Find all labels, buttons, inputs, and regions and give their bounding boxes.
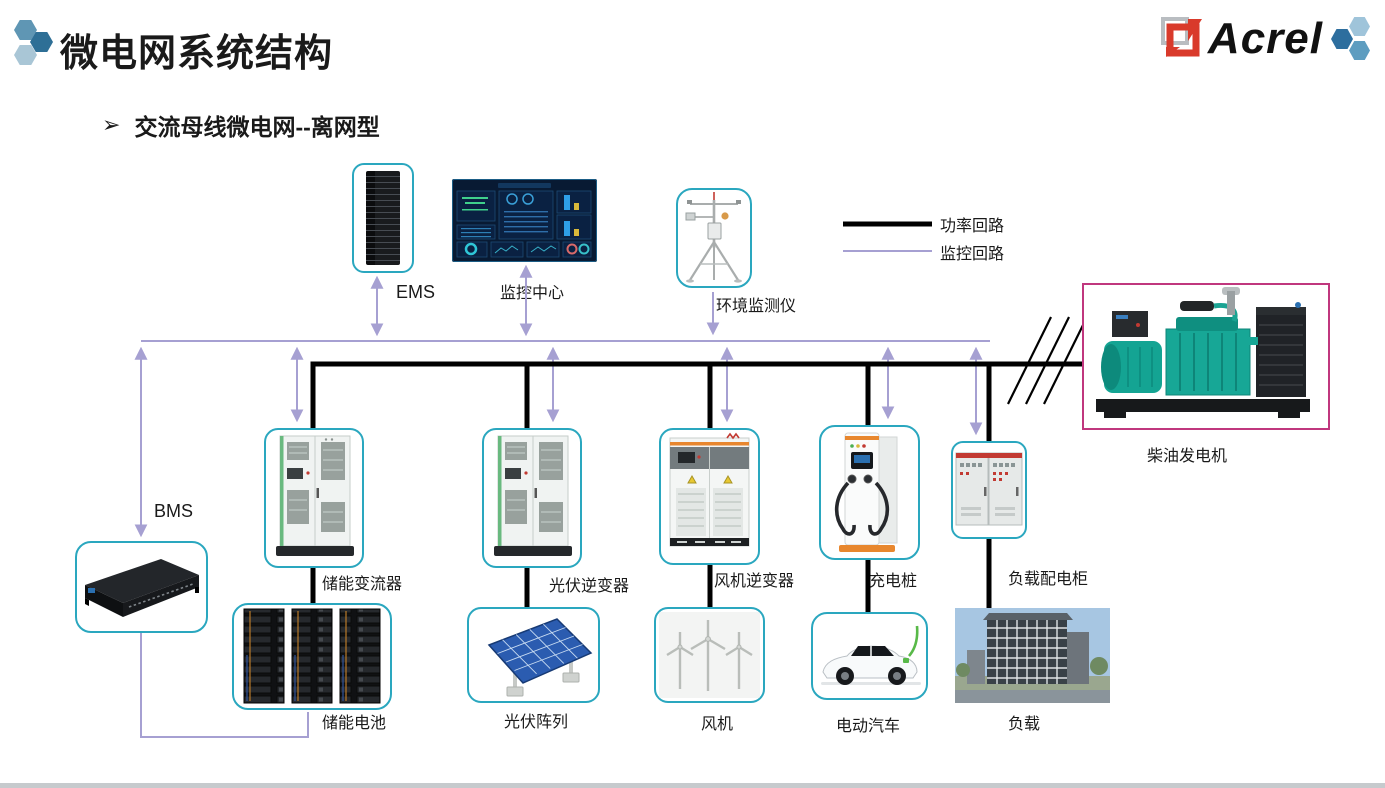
hexagon-decoration [14, 20, 37, 40]
converter-cabinet-image [276, 435, 354, 556]
wind-turbine-label: 风机 [701, 716, 734, 733]
diesel-generator-label: 柴油发电机 [1147, 448, 1228, 465]
battery-racks-image [243, 608, 381, 704]
env-monitor-label: 环境监测仪 [716, 298, 797, 315]
wind-inverter-cabinet-image [669, 432, 750, 547]
storage-converter-device [264, 428, 364, 568]
wind-inverter-label: 风机逆变器 [714, 573, 795, 590]
env-monitor-device [676, 188, 752, 288]
dashboard-image [452, 179, 597, 262]
distribution-cabinet-image [955, 452, 1023, 526]
power-bus-line [310, 361, 1082, 428]
hexagon-decoration [14, 45, 37, 65]
load-building-device [955, 608, 1110, 703]
diesel-generator-device [1082, 283, 1330, 430]
charging-pile-device [819, 425, 920, 560]
subtitle-row: ➢ 交流母线微电网--离网型 [102, 108, 380, 142]
acrel-logo-icon [1160, 17, 1202, 57]
building-image [955, 608, 1110, 703]
pv-array-device [467, 607, 600, 703]
diesel-generator-image [1096, 287, 1310, 418]
load-label: 负载 [1008, 716, 1041, 733]
subtitle: 交流母线微电网--离网型 [134, 114, 380, 140]
arrow-bullet-icon: ➢ [102, 112, 121, 137]
pv-inverter-label: 光伏逆变器 [549, 578, 630, 595]
ems-label: EMS [396, 282, 436, 302]
charging-pile-image [834, 432, 898, 552]
acrel-logo-text: Acrel [1207, 14, 1323, 63]
electric-car-image [821, 625, 921, 685]
three-phase-slashes [1007, 316, 1088, 405]
wind-inverter-device [659, 428, 760, 565]
acrel-logo: Acrel [1158, 10, 1373, 68]
ems-device [352, 163, 414, 273]
load-cabinet-label: 负载配电柜 [1008, 571, 1089, 588]
server-rack-image [366, 171, 400, 265]
pv-array-label: 光伏阵列 [504, 714, 569, 731]
charging-pile-label: 充电桩 [869, 573, 918, 590]
bms-label: BMS [154, 501, 194, 521]
electric-vehicle-label: 电动汽车 [836, 718, 901, 735]
monitor-center-screen [452, 179, 597, 262]
solar-panel-image [487, 618, 593, 697]
bms-rack-image [85, 559, 199, 617]
electric-vehicle-device [811, 612, 928, 700]
bottom-bar [0, 783, 1385, 788]
pv-inverter-device [482, 428, 582, 568]
storage-battery-device [232, 603, 392, 710]
legend-power-label: 功率回路 [940, 218, 1005, 235]
acrel-logo-hexagons [1331, 15, 1373, 63]
hexagon-decoration [30, 32, 53, 52]
bms-device [75, 541, 208, 633]
wind-turbine-device [654, 607, 765, 703]
weather-station-image [685, 192, 742, 283]
legend-monitor-label: 监控回路 [940, 246, 1005, 263]
inverter-cabinet-image [494, 435, 572, 556]
load-cabinet-device [951, 441, 1027, 539]
storage-converter-label: 储能变流器 [322, 576, 403, 593]
monitor-link-bms-battery [140, 633, 309, 738]
page-title: 微电网系统结构 [60, 33, 334, 75]
wind-turbines-image [659, 612, 760, 698]
storage-battery-label: 储能电池 [322, 715, 387, 732]
